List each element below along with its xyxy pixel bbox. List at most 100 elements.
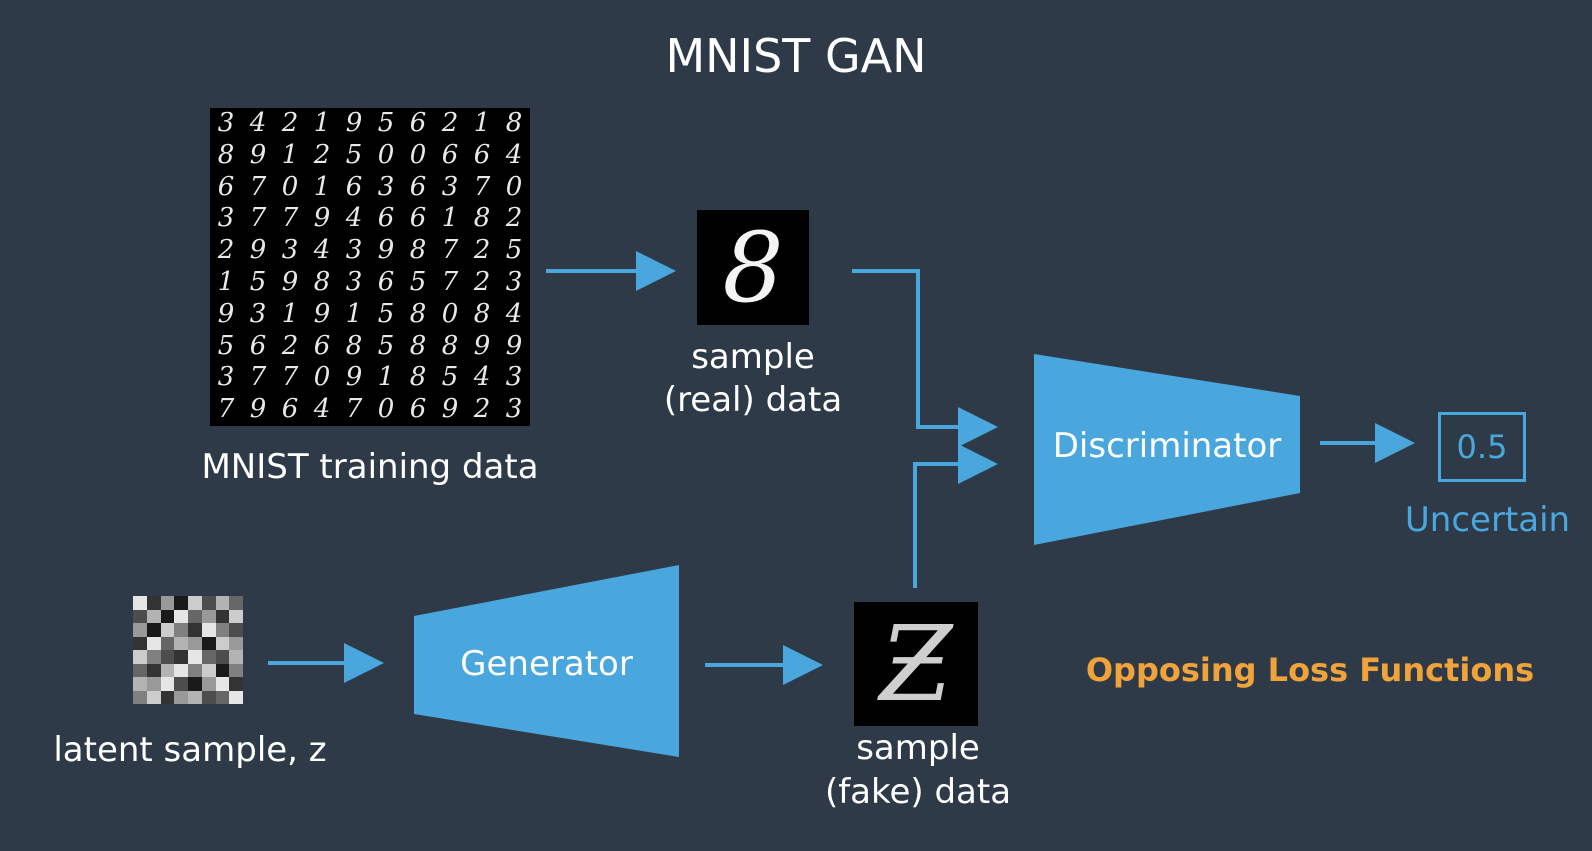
noise-pixel — [174, 636, 188, 650]
noise-pixel — [146, 690, 161, 704]
output-value: 0.5 — [1456, 428, 1508, 466]
mnist-digit: 9 — [377, 235, 395, 266]
mnist-digit: 3 — [217, 203, 235, 234]
noise-pixel — [146, 636, 161, 650]
mnist-digit: 7 — [281, 203, 299, 234]
mnist-digit: 2 — [473, 266, 491, 297]
discriminator-label: Discriminator — [1052, 426, 1282, 466]
mnist-digit: 1 — [217, 266, 235, 297]
mnist-digit: 6 — [249, 330, 267, 361]
mnist-digit: 9 — [281, 266, 299, 297]
mnist-digit: 5 — [249, 266, 267, 297]
noise-pixel — [201, 623, 216, 637]
noise-pixel — [146, 596, 161, 610]
arrow-fake-to-discriminator — [913, 444, 998, 588]
mnist-digit: 4 — [313, 235, 331, 266]
mnist-digit: 9 — [217, 298, 235, 329]
mnist-digit: 2 — [313, 139, 331, 170]
noise-pixel — [133, 663, 147, 677]
mnist-digit: 1 — [313, 108, 331, 138]
mnist-digit: 0 — [377, 139, 395, 170]
mnist-digit: 9 — [313, 298, 331, 329]
mnist-digit: 7 — [441, 235, 459, 266]
noise-pixel — [133, 677, 147, 691]
mnist-digit: 3 — [377, 171, 395, 202]
mnist-digit: 8 — [217, 139, 235, 170]
mnist-digit: 3 — [217, 362, 235, 393]
noise-pixel — [174, 663, 188, 677]
mnist-digit: 4 — [313, 394, 331, 425]
mnist-digit: 0 — [313, 362, 331, 393]
noise-pixel — [201, 650, 216, 664]
arrow-real-to-discriminator — [852, 269, 998, 447]
noise-pixel — [229, 677, 243, 691]
mnist-digit: 3 — [249, 298, 267, 329]
output-caption: Uncertain — [1404, 500, 1571, 540]
mnist-digit: 7 — [249, 171, 267, 202]
mnist-digit: 9 — [313, 203, 331, 234]
noise-pixel — [201, 663, 216, 677]
mnist-digit: 8 — [505, 108, 523, 138]
noise-pixel — [160, 596, 175, 610]
mnist-digit: 2 — [281, 108, 299, 138]
noise-pixel — [188, 677, 202, 691]
noise-pixel — [174, 623, 188, 637]
mnist-digit: 6 — [409, 108, 427, 138]
noise-pixel — [174, 690, 188, 704]
fake-sample-label-line2: (fake) data — [824, 772, 1012, 812]
mnist-digit: 9 — [249, 394, 267, 425]
mnist-digit: 2 — [473, 394, 491, 425]
noise-pixel — [160, 663, 175, 677]
mnist-digit: 3 — [217, 108, 235, 138]
mnist-digit: 1 — [441, 203, 459, 234]
mnist-digit: 3 — [441, 171, 459, 202]
output-value-box: 0.5 — [1438, 412, 1526, 482]
noise-pixel — [201, 596, 216, 610]
latent-sample-label: latent sample, z — [53, 730, 327, 770]
mnist-digit: 2 — [281, 330, 299, 361]
noise-pixel — [174, 677, 188, 691]
mnist-digit: 4 — [505, 298, 523, 329]
mnist-digit: 3 — [505, 266, 523, 297]
mnist-digit: 6 — [377, 266, 395, 297]
mnist-digit: 2 — [217, 235, 235, 266]
opposing-loss-note: Opposing Loss Functions — [1085, 651, 1535, 689]
noise-pixel — [215, 623, 230, 637]
mnist-digit: 5 — [345, 139, 363, 170]
noise-pixel — [229, 596, 243, 610]
noise-pixel — [201, 636, 216, 650]
mnist-digit: 1 — [345, 298, 363, 329]
mnist-digit: 4 — [473, 362, 491, 393]
mnist-digit: 7 — [249, 203, 267, 234]
mnist-digit: 8 — [441, 330, 459, 361]
mnist-digit: 5 — [377, 330, 395, 361]
mnist-digit: 7 — [473, 171, 491, 202]
noise-pixel — [229, 623, 243, 637]
noise-pixel — [133, 609, 147, 623]
mnist-digit: 1 — [473, 108, 491, 138]
noise-pixel — [174, 596, 188, 610]
mnist-digit: 5 — [377, 108, 395, 138]
mnist-digit: 7 — [441, 266, 459, 297]
real-sample-image: 8 — [697, 210, 809, 325]
noise-pixel — [133, 650, 147, 664]
mnist-digit: 1 — [377, 362, 395, 393]
mnist-digit: 3 — [345, 266, 363, 297]
noise-pixel — [160, 650, 175, 664]
noise-pixel — [229, 609, 243, 623]
noise-pixel — [133, 596, 147, 610]
noise-pixel — [188, 596, 202, 610]
noise-pixel — [146, 623, 161, 637]
mnist-digit: 6 — [345, 171, 363, 202]
mnist-digit: 9 — [345, 362, 363, 393]
mnist-digit: 9 — [441, 394, 459, 425]
mnist-digit: 6 — [441, 139, 459, 170]
noise-pixel — [215, 663, 230, 677]
mnist-digit: 8 — [313, 266, 331, 297]
mnist-digit: 6 — [409, 394, 427, 425]
noise-pixel — [188, 663, 202, 677]
noise-pixel — [160, 636, 175, 650]
mnist-digit: 2 — [505, 203, 523, 234]
